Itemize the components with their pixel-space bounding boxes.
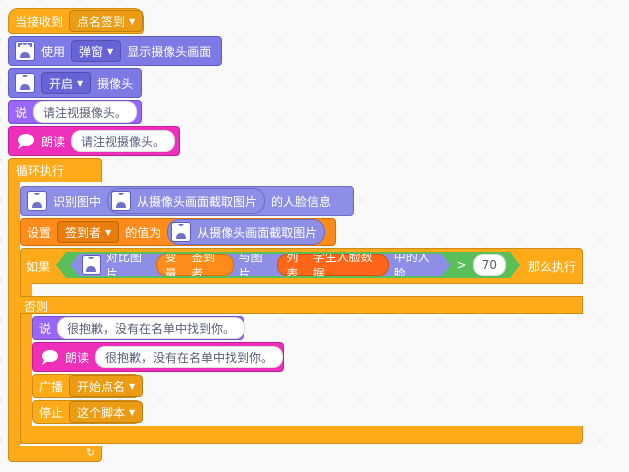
variable-reporter[interactable]: 变量签到者 — [156, 254, 234, 276]
caret-down-icon: ▼ — [105, 227, 112, 237]
camera-state-dropdown[interactable]: 开启▼ — [41, 72, 92, 94]
with-image-label: 与图片 — [238, 250, 263, 281]
speak-text-input[interactable]: 请注视摄像头。 — [71, 130, 176, 152]
else-label: 否则 — [24, 300, 49, 314]
threshold-input[interactable]: 70 — [473, 254, 506, 276]
broadcast-block[interactable]: 广播 开始点名▼ — [32, 374, 144, 398]
if-else-footer — [20, 426, 583, 444]
capture-image-reporter[interactable]: 从摄像头画面截取图片 — [167, 219, 326, 245]
speech-bubble-icon — [39, 346, 59, 368]
say-label: 说 — [15, 105, 28, 120]
speak-label: 朗读 — [41, 134, 66, 149]
person-silhouette-icon — [15, 41, 35, 61]
caret-down-icon: ▼ — [107, 46, 114, 56]
when-receive-label: 当接收到 — [15, 14, 64, 29]
speak-block[interactable]: 朗读 请注视摄像头。 — [8, 126, 180, 156]
person-silhouette-icon — [111, 191, 132, 211]
camera-label: 摄像头 — [97, 76, 134, 91]
recognize-face-block[interactable]: 识别图中 从摄像头画面截取图片 的人脸信息 — [20, 186, 354, 216]
show-camera-label: 显示摄像头画面 — [127, 44, 212, 59]
say-text-input[interactable]: 请注视摄像头。 — [33, 101, 138, 123]
stop-block[interactable]: 停止 这个脚本▼ — [32, 400, 144, 424]
caret-down-icon: ▼ — [129, 381, 136, 391]
face-info-label: 的人脸信息 — [271, 194, 332, 209]
when-i-receive-hat-block[interactable]: 当接收到 点名签到▼ — [8, 8, 144, 34]
capture-image-reporter[interactable]: 从摄像头画面截取图片 — [107, 188, 266, 214]
greater-than-condition[interactable]: 对比图片 变量签到者 与图片 列表学生人脸数据 中的人脸 > 70 — [56, 252, 520, 278]
set-variable-block[interactable]: 设置 签到者▼ 的值为 从摄像头画面截取图片 — [20, 218, 336, 246]
if-arm — [20, 282, 32, 444]
person-silhouette-icon — [82, 255, 101, 275]
person-silhouette-icon — [171, 222, 192, 242]
list-reporter[interactable]: 列表学生人脸数据 — [277, 254, 389, 276]
person-silhouette-icon — [15, 73, 35, 93]
stop-label: 停止 — [39, 405, 64, 420]
caret-down-icon: ▼ — [129, 407, 136, 417]
say-sorry-block[interactable]: 说 很抱歉，没有在名单中找到你。 — [32, 316, 246, 340]
forever-loop-arm — [8, 180, 20, 448]
capture-image-label: 从摄像头画面截取图片 — [137, 194, 258, 209]
variable-dropdown[interactable]: 签到者▼ — [57, 221, 120, 243]
message-dropdown[interactable]: 点名签到▼ — [69, 10, 144, 32]
speech-bubble-icon — [15, 130, 35, 152]
say-text-input[interactable]: 很抱歉，没有在名单中找到你。 — [57, 317, 246, 339]
value-of-label: 的值为 — [125, 225, 162, 240]
compare-label: 对比图片 — [105, 250, 142, 281]
forever-loop-block[interactable] — [8, 158, 102, 182]
compare-images-reporter[interactable]: 对比图片 变量签到者 与图片 列表学生人脸数据 中的人脸 — [70, 254, 451, 276]
set-label: 设置 — [27, 225, 52, 240]
caret-down-icon: ▼ — [129, 16, 136, 26]
stop-option-dropdown[interactable]: 这个脚本▼ — [69, 401, 144, 423]
operator-label: > — [456, 258, 467, 272]
use-label: 使用 — [41, 44, 66, 59]
forever-loop-footer[interactable] — [8, 446, 102, 462]
say-label: 说 — [39, 321, 52, 336]
say-block[interactable]: 说 请注视摄像头。 — [8, 100, 142, 124]
speak-sorry-block[interactable]: 朗读 很抱歉，没有在名单中找到你。 — [32, 342, 284, 372]
speak-label: 朗读 — [65, 350, 90, 365]
forever-label: 循环执行 — [16, 164, 65, 178]
recognize-label: 识别图中 — [53, 194, 102, 209]
broadcast-message-dropdown[interactable]: 开始点名▼ — [69, 375, 144, 397]
else-section — [20, 296, 583, 314]
broadcast-label: 广播 — [39, 379, 64, 394]
display-mode-dropdown[interactable]: 弹窗▼ — [71, 40, 122, 62]
speak-text-input[interactable]: 很抱歉，没有在名单中找到你。 — [95, 346, 284, 368]
if-label: 如果 — [26, 260, 51, 274]
capture-image-label: 从摄像头画面截取图片 — [197, 225, 318, 240]
face-in-label: 中的人脸 — [393, 250, 430, 281]
person-silhouette-icon — [27, 191, 47, 211]
camera-toggle-block[interactable]: 开启▼ 摄像头 — [8, 68, 142, 98]
show-camera-block[interactable]: 使用 弹窗▼ 显示摄像头画面 — [8, 36, 222, 66]
then-label: 那么执行 — [528, 260, 577, 274]
loop-arrow-icon: ↻ — [86, 446, 96, 459]
caret-down-icon: ▼ — [77, 78, 84, 88]
